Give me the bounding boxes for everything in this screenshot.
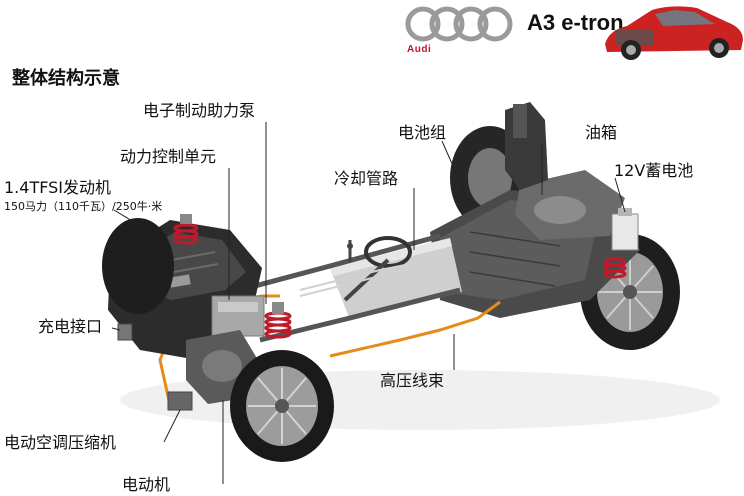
callout-engine-spec: 150马力（110千瓦）/250牛·米 bbox=[4, 200, 163, 213]
callout-electric-motor: 电动机 bbox=[122, 475, 171, 494]
front-left-wheel bbox=[102, 218, 174, 314]
callout-12v-battery: 12V蓄电池 bbox=[614, 161, 694, 180]
callout-brake-pump: 电子制动助力泵 bbox=[143, 101, 256, 120]
front-right-wheel bbox=[230, 350, 334, 462]
callout-cooling-pipe: 冷却管路 bbox=[334, 169, 399, 188]
page-title: 整体结构示意 bbox=[12, 68, 120, 89]
callout-battery-pack: 电池组 bbox=[398, 123, 447, 142]
leader-lines bbox=[111, 122, 626, 484]
callout-fuel-tank: 油箱 bbox=[585, 123, 618, 142]
callout-charging-port: 充电接口 bbox=[38, 317, 103, 336]
car-thumbnail bbox=[605, 6, 743, 60]
callout-engine: 1.4TFSI发动机 bbox=[4, 178, 112, 197]
audi-rings-logo bbox=[405, 6, 513, 42]
callout-ac-compressor: 电动空调压缩机 bbox=[4, 433, 117, 452]
brand-header: Audi A3 e-tron bbox=[383, 0, 744, 64]
model-name: A3 e-tron bbox=[527, 10, 624, 35]
callout-hv-harness: 高压线束 bbox=[380, 371, 445, 390]
brand-name: Audi bbox=[407, 44, 432, 55]
callout-power-control-unit: 动力控制单元 bbox=[120, 147, 217, 166]
